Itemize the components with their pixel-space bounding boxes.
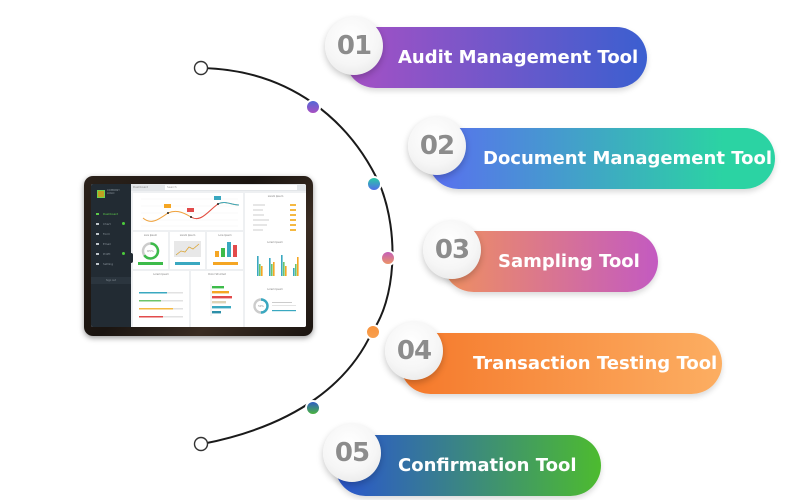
- nav-item-chart[interactable]: Chart: [96, 222, 111, 226]
- card-title: Lorem Ipsum: [267, 241, 283, 244]
- number-badge-03: 03: [423, 221, 481, 279]
- card-title: Lorem Ipsum: [267, 195, 284, 198]
- donut-chart: 65%: [138, 242, 163, 265]
- right-column-card: Lorem Ipsum Lorem Ipsum Lorem Ipsum: [245, 193, 306, 327]
- profit-badge: [122, 252, 125, 255]
- card-title: Lorem Ipsum: [179, 234, 196, 237]
- chart-icon: [96, 222, 99, 226]
- number-badge-01: 01: [325, 17, 383, 75]
- arc-node-01: [305, 99, 321, 115]
- progress-card: Lorem Ipsum: [133, 271, 189, 327]
- arc-start-node: [193, 60, 209, 76]
- dashboard-sidebar: COMPANY LOGO Dashboard Chart Form Email …: [91, 184, 131, 327]
- donut-value: 50%: [258, 304, 264, 308]
- item-label: Document Management Tool: [483, 148, 772, 169]
- line-chart-card: [133, 193, 243, 230]
- number-badge-05: 05: [323, 424, 381, 482]
- form-icon: [96, 232, 99, 236]
- line-chart: [141, 196, 240, 227]
- item-number: 01: [336, 31, 372, 61]
- horizontal-bar-chart: [210, 284, 232, 316]
- search-input[interactable]: Search: [165, 185, 297, 190]
- item-number: 04: [396, 336, 432, 366]
- arc-node-02: [366, 176, 382, 192]
- number-badge-02: 02: [408, 117, 466, 175]
- bar-chart-card: Lore Ipsum: [207, 232, 243, 269]
- email-icon: [96, 242, 99, 246]
- item-audit-management[interactable]: Audit Management Tool: [345, 27, 647, 88]
- right-column-charts: Lorem Ipsum Lorem Ipsum 50%: [253, 204, 299, 314]
- sign-out-button[interactable]: Sign out: [91, 277, 131, 284]
- item-number: 03: [434, 235, 470, 265]
- item-label: Sampling Tool: [498, 251, 640, 272]
- item-document-management[interactable]: Document Management Tool: [428, 128, 775, 189]
- progress-bars: [139, 292, 183, 318]
- item-label: Confirmation Tool: [398, 455, 577, 476]
- arc-node-03: [380, 250, 396, 266]
- card-title: Lore Ipsum: [218, 234, 232, 237]
- nav-item-email[interactable]: Email: [96, 242, 111, 246]
- sidebar-collapse-handle[interactable]: [129, 253, 133, 263]
- item-label: Transaction Testing Tool: [473, 353, 718, 374]
- item-transaction-testing[interactable]: Transaction Testing Tool: [400, 333, 722, 394]
- hbar-card: Dolor Sit Amet: [191, 271, 243, 327]
- nav-item-dashboard[interactable]: Dashboard: [96, 212, 118, 216]
- item-number: 02: [419, 131, 455, 161]
- logo-icon: [97, 190, 105, 198]
- nav-item-form[interactable]: Form: [96, 232, 110, 236]
- item-number: 05: [334, 438, 370, 468]
- card-title: Lorem Ipsum: [267, 288, 283, 291]
- arc-node-04: [365, 324, 381, 340]
- arc-node-05: [305, 400, 321, 416]
- area-chart-card: Lorem Ipsum: [170, 232, 205, 269]
- nav-item-setting[interactable]: Setting: [96, 262, 113, 266]
- tablet-mockup: COMPANY LOGO Dashboard Chart Form Email …: [84, 176, 313, 336]
- breadcrumb: Dashboard: [133, 185, 149, 189]
- card-title: Lore Ipsum: [143, 234, 158, 237]
- number-badge-04: 04: [385, 322, 443, 380]
- arc-end-node: [193, 436, 209, 452]
- donut-card: Lore Ipsum 65%: [133, 232, 168, 269]
- brand-name: COMPANY LOGO: [107, 189, 120, 196]
- trend-chart: [174, 241, 201, 265]
- gear-icon: [96, 262, 99, 266]
- card-title: Lorem Ipsum: [153, 273, 169, 276]
- item-label: Audit Management Tool: [398, 47, 639, 68]
- dashboard-topbar: Dashboard Search: [131, 184, 306, 191]
- card-title: Dolor Sit Amet: [208, 273, 226, 276]
- donut-value: 65%: [147, 249, 154, 253]
- bar-chart: [213, 242, 238, 265]
- profit-icon: [96, 252, 99, 256]
- home-icon: [96, 212, 99, 216]
- dashboard-screen: COMPANY LOGO Dashboard Chart Form Email …: [91, 184, 306, 327]
- chart-badge: [122, 222, 125, 225]
- nav-item-profit[interactable]: Profit: [96, 252, 110, 256]
